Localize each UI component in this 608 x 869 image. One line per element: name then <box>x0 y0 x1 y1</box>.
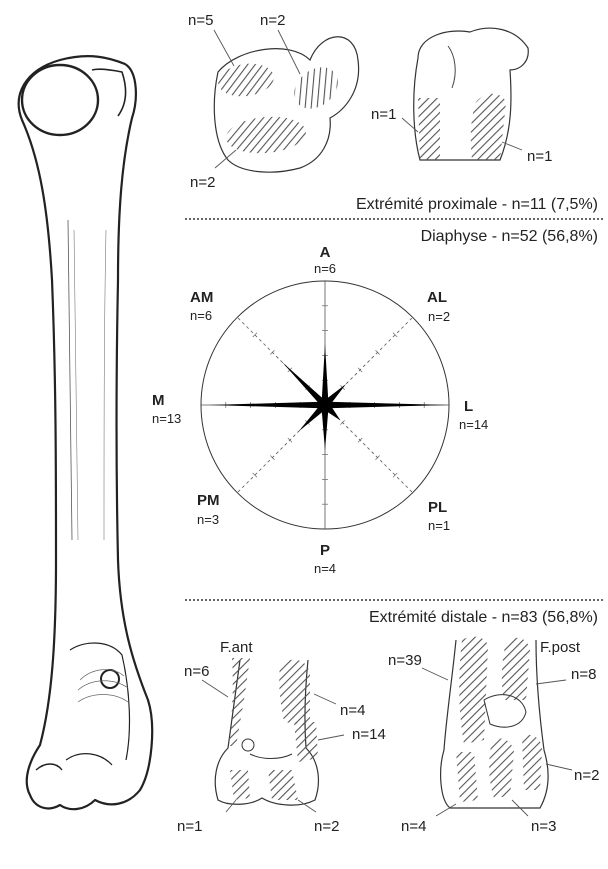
distal-posterior-count-4: n=4 <box>401 818 426 835</box>
distal-caption: Extrémité distale - n=83 (56,8%) <box>369 609 598 626</box>
humerus-bone-illustration <box>19 56 152 809</box>
hatched-zone <box>522 735 542 790</box>
distal-anterior-title: F.ant <box>220 639 253 656</box>
hatched-zone <box>230 770 250 800</box>
hatched-zone <box>225 114 308 157</box>
proximal-count-3: n=2 <box>190 174 215 191</box>
proximal-count-5: n=1 <box>527 148 552 165</box>
proximal-sketch-left <box>214 30 359 172</box>
rose-count-p: n=4 <box>314 561 336 576</box>
rose-count-pl: n=1 <box>428 518 450 533</box>
rose-diagram <box>201 281 449 529</box>
rose-dir-al: AL <box>427 289 447 306</box>
rose-count-a: n=6 <box>314 261 336 276</box>
distal-anterior-count-2: n=4 <box>340 702 365 719</box>
rose-dir-a: A <box>320 244 331 261</box>
distal-posterior-count-3: n=2 <box>574 767 599 784</box>
rose-count-l: n=14 <box>459 417 488 432</box>
rose-count-m: n=13 <box>152 411 181 426</box>
hatched-zone <box>471 94 506 160</box>
proximal-sketch-right <box>402 28 528 160</box>
distal-posterior-count-5: n=3 <box>531 818 556 835</box>
hatched-zone <box>279 660 310 726</box>
diaphysis-caption: Diaphyse - n=52 (56,8%) <box>421 228 598 245</box>
distal-anterior-sketch <box>202 658 344 812</box>
rose-dir-pl: PL <box>428 499 447 516</box>
hatched-zone <box>286 59 346 117</box>
distal-posterior-title: F.post <box>540 639 581 656</box>
distal-posterior-count-1: n=39 <box>388 652 422 669</box>
distal-posterior-count-2: n=8 <box>571 666 596 683</box>
distal-anterior-count-4: n=1 <box>177 818 202 835</box>
hatched-zone <box>489 739 514 799</box>
rose-tick <box>358 438 362 442</box>
hatched-zone <box>294 722 318 762</box>
rose-dir-m: M <box>152 392 165 409</box>
rose-count-al: n=2 <box>428 309 450 324</box>
rose-tick <box>358 368 362 372</box>
hatched-zone <box>459 637 488 744</box>
rose-dir-l: L <box>464 398 473 415</box>
proximal-count-2: n=2 <box>260 12 285 29</box>
distal-posterior-sketch <box>422 637 572 816</box>
rose-dir-p: P <box>320 542 330 559</box>
distal-anterior-count-3: n=14 <box>352 726 386 743</box>
distal-anterior-count-5: n=2 <box>314 818 339 835</box>
hatched-zone <box>456 752 478 802</box>
rose-shape <box>209 344 449 451</box>
hatched-zone <box>228 658 250 746</box>
distal-anterior-count-1: n=6 <box>184 663 209 680</box>
proximal-count-1: n=5 <box>188 12 213 29</box>
proximal-count-4: n=1 <box>371 106 396 123</box>
hatched-zone <box>268 770 298 800</box>
rose-tick <box>288 438 292 442</box>
rose-dir-am: AM <box>190 289 213 306</box>
hatched-zone <box>216 60 276 99</box>
rose-count-am: n=6 <box>190 308 212 323</box>
proximal-caption: Extrémité proximale - n=11 (7,5%) <box>356 196 598 213</box>
rose-count-pm: n=3 <box>197 512 219 527</box>
hatched-zone <box>502 638 530 700</box>
hatched-zone <box>418 98 440 160</box>
rose-dir-pm: PM <box>197 492 220 509</box>
